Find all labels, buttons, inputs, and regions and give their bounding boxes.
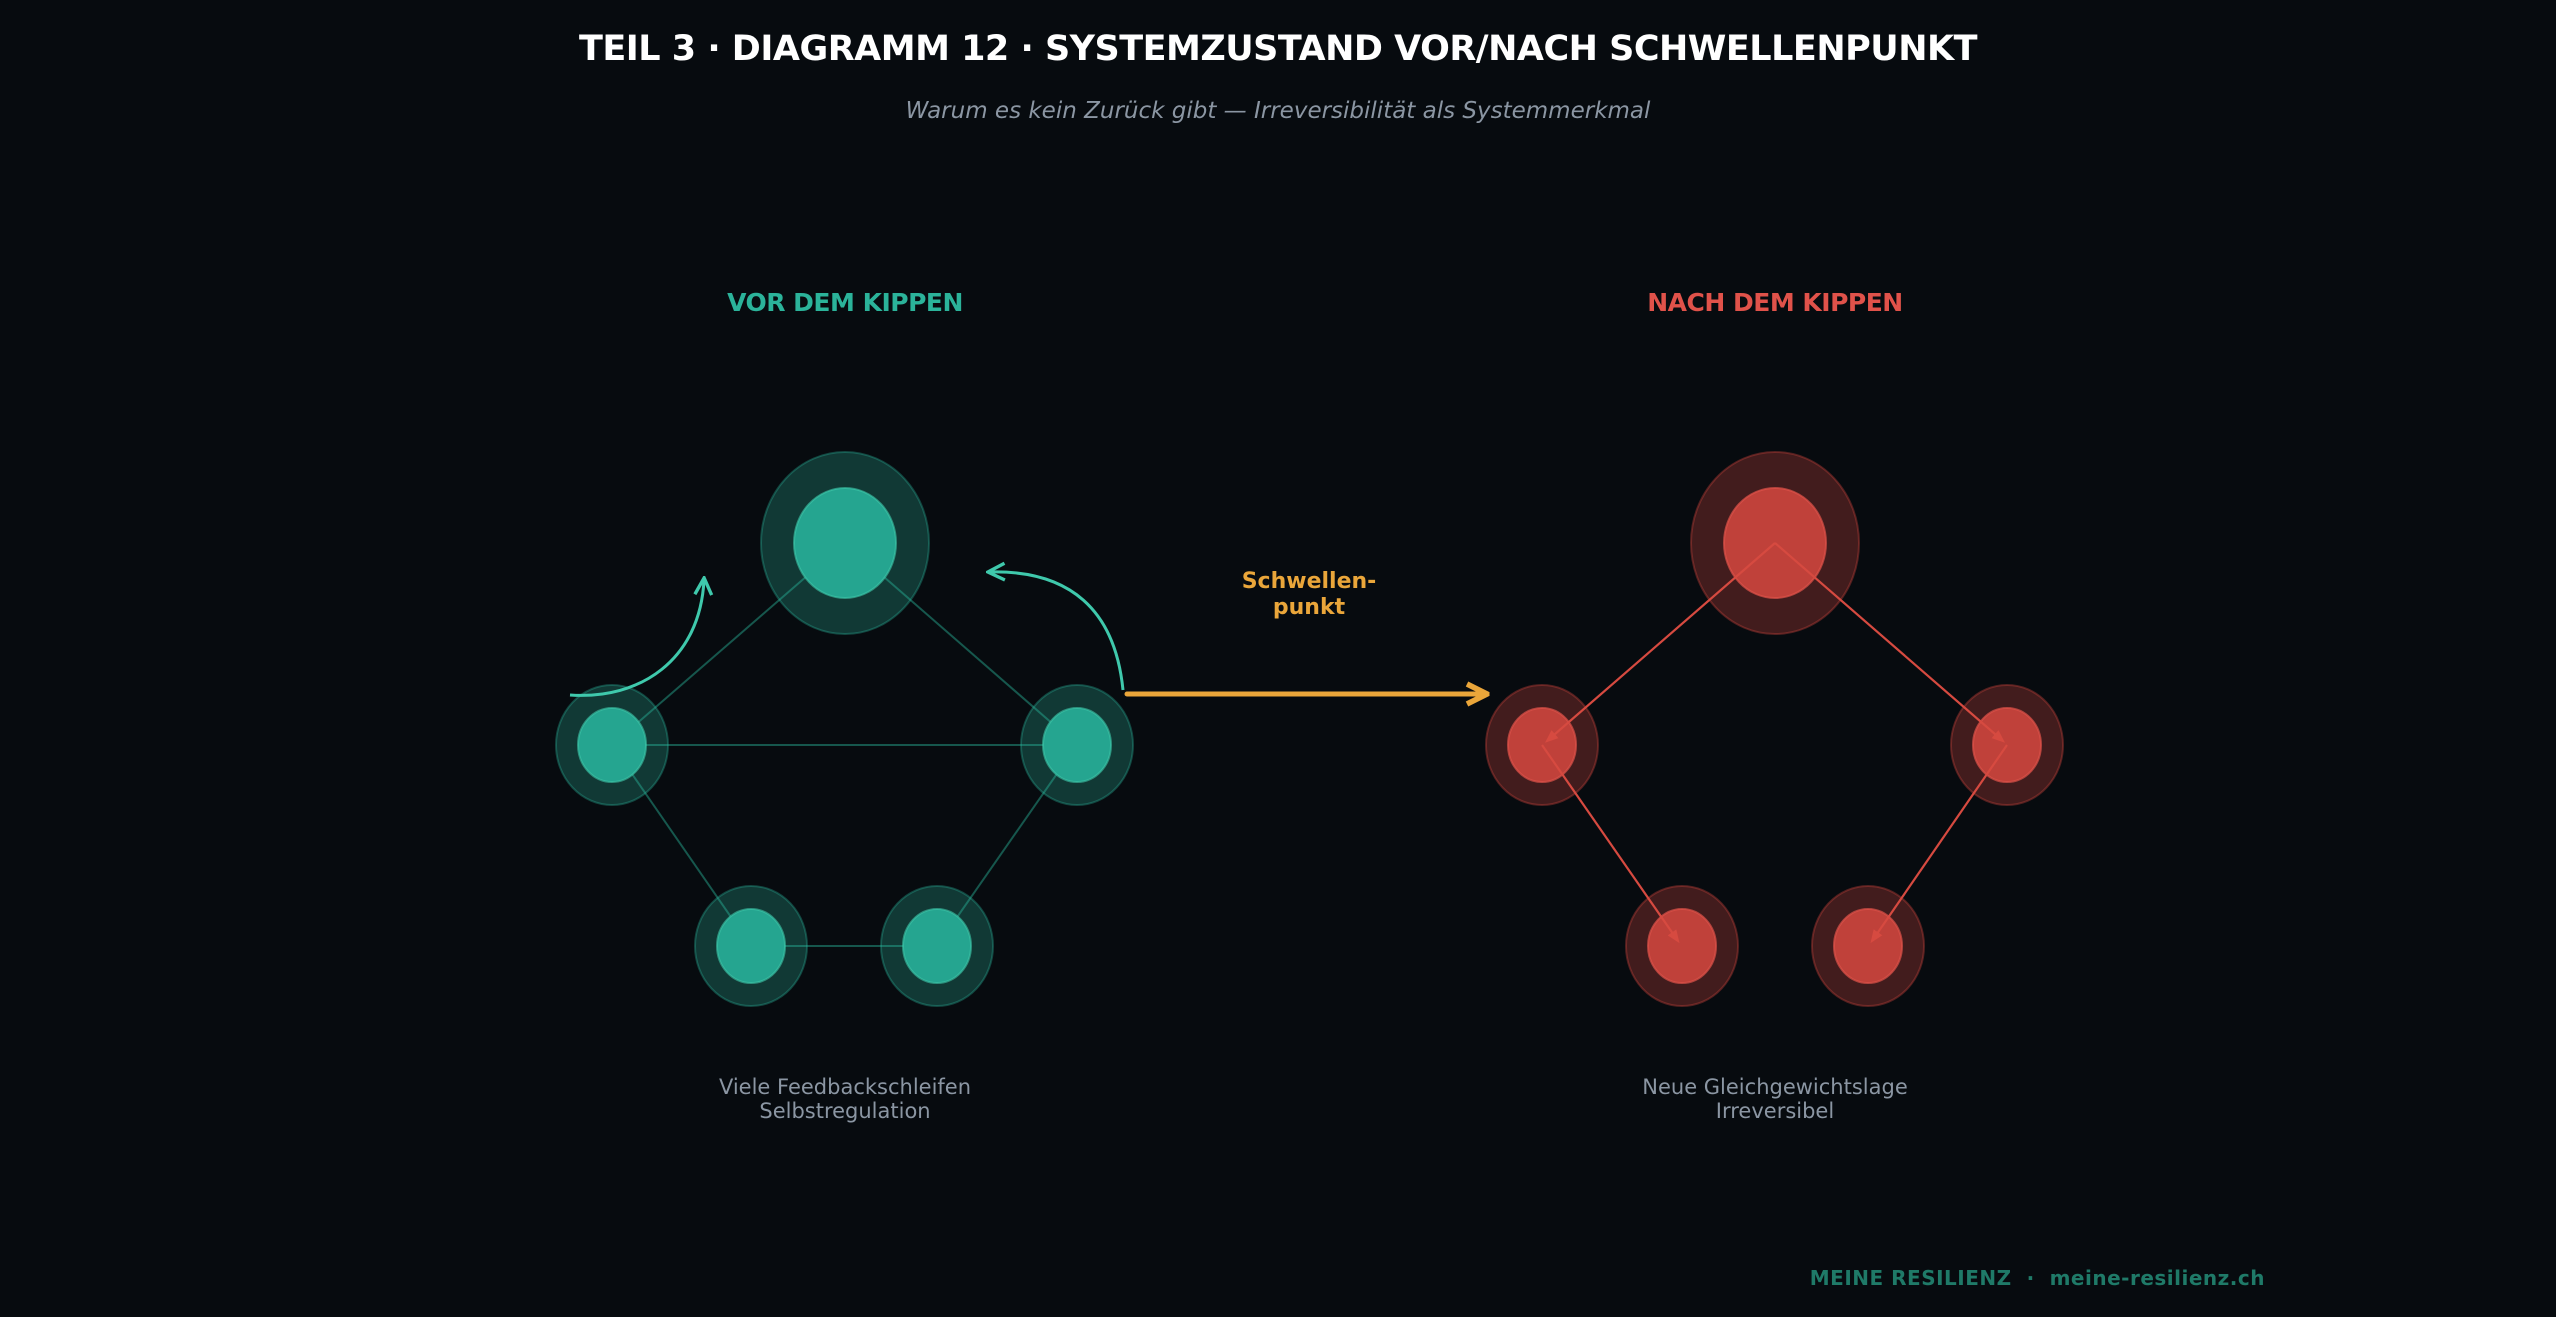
before-link bbox=[936, 744, 1078, 947]
after-link bbox=[1545, 542, 1776, 743]
before-caption-line2: Selbstregulation bbox=[759, 1099, 930, 1123]
before-node bbox=[1020, 684, 1134, 806]
footer-brand: MEINE RESILIENZ · meine-resilienz.ch bbox=[1810, 1266, 2265, 1290]
after-link bbox=[1541, 744, 1680, 944]
page-subtitle: Warum es kein Zurück gibt — Irreversibil… bbox=[906, 98, 1651, 124]
after-directed-links bbox=[1541, 542, 2008, 944]
after-panel-label: NACH DEM KIPPEN bbox=[1647, 288, 1902, 317]
after-node bbox=[1811, 885, 1925, 1007]
after-caption-line2: Irreversibel bbox=[1716, 1099, 1834, 1123]
after-link bbox=[1774, 542, 2005, 743]
before-node bbox=[555, 684, 669, 806]
before-panel-label: VOR DEM KIPPEN bbox=[727, 288, 963, 317]
before-link bbox=[611, 744, 752, 947]
before-caption-line1: Viele Feedbackschleifen bbox=[719, 1075, 971, 1099]
threshold-label-line2: punkt bbox=[1273, 595, 1346, 620]
page-title: TEIL 3 · DIAGRAMM 12 · SYSTEMZUSTAND VOR… bbox=[579, 29, 1978, 69]
threshold-transition: Schwellen- punkt bbox=[1124, 569, 1482, 694]
after-network bbox=[1485, 451, 2064, 1007]
threshold-label-line1: Schwellen- bbox=[1242, 569, 1377, 594]
feedback-loop-arrow-left bbox=[569, 580, 704, 697]
before-node bbox=[760, 451, 930, 635]
before-node bbox=[880, 885, 994, 1007]
after-link bbox=[1870, 744, 2008, 944]
before-network bbox=[555, 451, 1134, 1007]
after-node bbox=[1625, 885, 1739, 1007]
feedback-loop-arrow-right bbox=[990, 572, 1125, 691]
before-node bbox=[694, 885, 808, 1007]
after-caption-line1: Neue Gleichgewichtslage bbox=[1642, 1075, 1908, 1099]
